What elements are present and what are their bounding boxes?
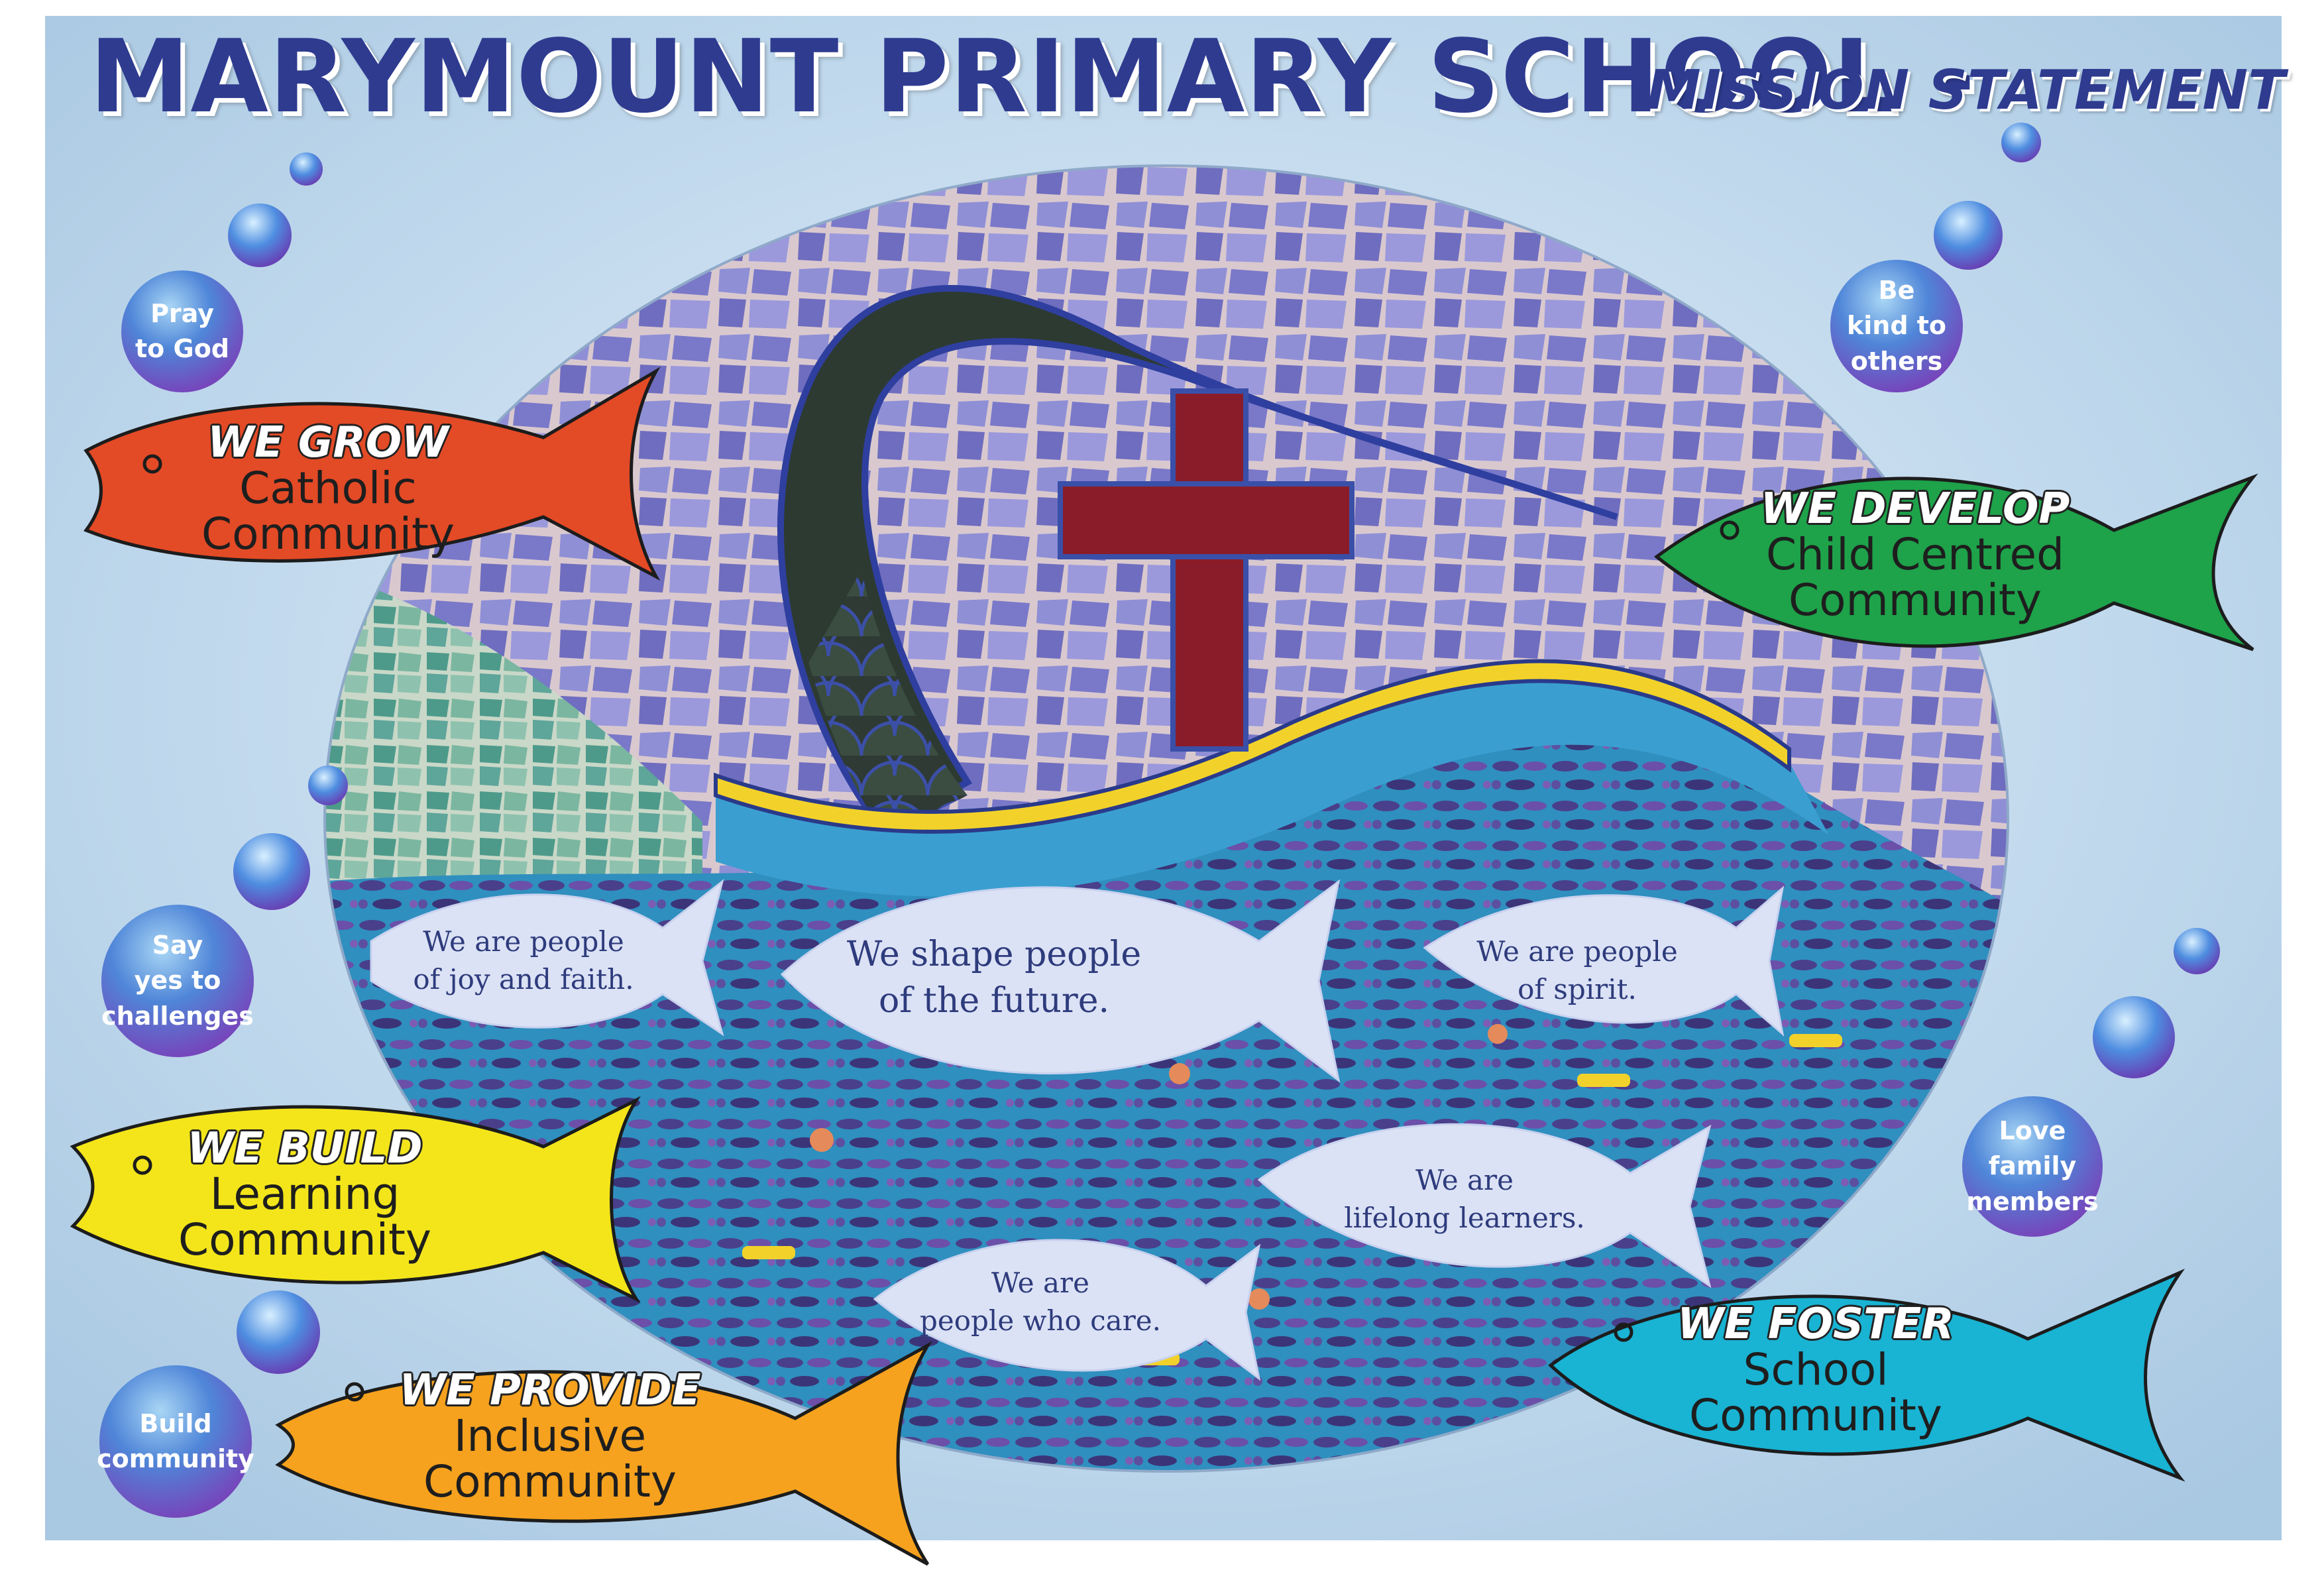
cross-icon xyxy=(1058,388,1355,752)
fish-develop-heading: WE DEVELOP xyxy=(1760,484,2070,534)
value-fish-joy: We are people of joy and faith. xyxy=(413,925,634,995)
value-fish-care: We are people who care. xyxy=(919,1267,1162,1337)
value-fish-shape: We shape people of the future. xyxy=(846,934,1142,1021)
bubble-yes: Say yes to challenges xyxy=(101,931,254,1031)
fish-build-shape xyxy=(70,1096,641,1304)
fish-foster-body: School Community xyxy=(1689,1344,1942,1442)
fish-provide: WE PROVIDE Inclusive Community xyxy=(331,1366,769,1508)
bubble-kind: Be kind to others xyxy=(1846,276,1947,376)
fish-foster: WE FOSTER School Community xyxy=(1617,1302,2015,1439)
value-fish-lifelong: We are lifelong learners. xyxy=(1344,1164,1585,1234)
bubble-pray: Pray to God xyxy=(135,298,229,363)
fish-build: WE BUILD Learning Community xyxy=(152,1124,457,1266)
fish-grow: WE GROW Catholic Community xyxy=(116,418,540,560)
page-title: MARYMOUNT PRIMARY SCHOOL - xyxy=(89,18,1976,135)
bubble-build: Build community xyxy=(97,1408,254,1473)
fish-develop-body: Child Centred Community xyxy=(1765,529,2065,626)
bubble-love-shape xyxy=(1962,1096,2103,1237)
fish-grow-shape xyxy=(83,367,661,581)
page-subtitle: MISSION STATEMENT xyxy=(1647,59,2286,122)
value-fish-care-shape xyxy=(873,1239,1261,1381)
fish-grow-heading: WE GROW xyxy=(207,418,449,467)
fish-build-heading: WE BUILD xyxy=(187,1124,423,1173)
fish-develop: WE DEVELOP Child Centred Community xyxy=(1749,484,2081,626)
fish-build-body: Learning Community xyxy=(178,1168,431,1266)
fish-provide-heading: WE PROVIDE xyxy=(399,1366,701,1415)
value-fish-spirit: We are people of spirit. xyxy=(1476,935,1678,1005)
value-fish-spirit-shape xyxy=(1423,885,1785,1037)
fish-grow-body: Catholic Community xyxy=(201,463,455,560)
bubble-build-shape xyxy=(99,1365,252,1518)
bubble-kind-shape xyxy=(1830,260,1963,392)
bubble-yes-shape xyxy=(101,905,254,1057)
value-fish-lifelong-shape xyxy=(1257,1123,1712,1288)
fish-provide-body: Inclusive Community xyxy=(423,1410,677,1508)
bubble-pray-shape xyxy=(121,270,243,392)
value-fish-joy-shape xyxy=(370,879,724,1037)
fish-foster-heading: WE FOSTER xyxy=(1677,1300,1954,1349)
value-fish-shape-shape xyxy=(780,879,1341,1083)
fish-foster-shape xyxy=(1548,1269,2186,1482)
fish-develop-shape xyxy=(1653,473,2258,652)
bubble-love: Love family members xyxy=(1966,1116,2099,1216)
decorative-bubbles xyxy=(228,123,2220,1374)
fish-provide-shape xyxy=(275,1341,932,1566)
